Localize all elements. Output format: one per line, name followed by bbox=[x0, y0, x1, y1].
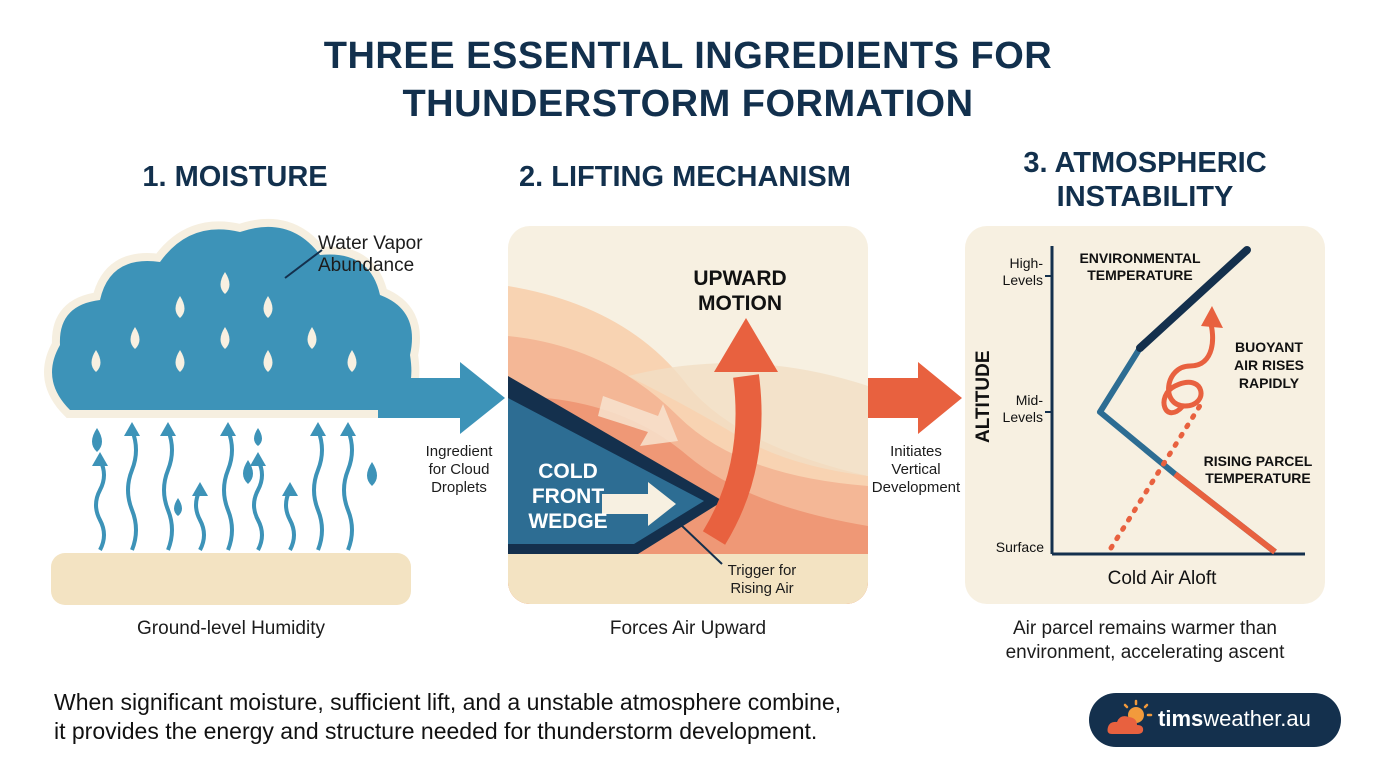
buoy-line-2: AIR RISES bbox=[1233, 357, 1304, 373]
tick-high-line-2: Levels bbox=[1002, 272, 1043, 288]
arrow-2-label: Initiates Vertical Development bbox=[866, 443, 966, 497]
arrow-1-label-line-3: Droplets bbox=[431, 479, 487, 496]
rising-parcel-line bbox=[1108, 401, 1204, 551]
instability-panel bbox=[965, 226, 1325, 604]
instability-caption: Air parcel remains warmer than environme… bbox=[965, 617, 1325, 665]
droplet-icon bbox=[263, 296, 273, 318]
vapor-arrowheads bbox=[92, 422, 356, 496]
instability-heading: 3. ATMOSPHERIC INSTABILITY bbox=[990, 146, 1300, 214]
lifting-illustration bbox=[508, 286, 868, 604]
droplet-icon bbox=[175, 350, 185, 372]
droplet-icon bbox=[307, 327, 317, 349]
instability-chart bbox=[1045, 246, 1305, 556]
env-line-1: ENVIRONMENTAL bbox=[1079, 250, 1201, 266]
arrow-1-label: Ingredient for Cloud Droplets bbox=[412, 443, 506, 497]
footer-summary: When significant moisture, sufficient li… bbox=[54, 688, 841, 746]
brand-name-bold: tims bbox=[1158, 706, 1204, 731]
title-line-1: THREE ESSENTIAL INGREDIENTS FOR bbox=[323, 35, 1053, 77]
callout-line-1: Water Vapor bbox=[318, 233, 423, 254]
cloud-icon bbox=[52, 226, 412, 410]
faint-air-arrow bbox=[598, 396, 678, 446]
upward-motion-label: UPWARD MOTION bbox=[690, 266, 790, 316]
environmental-line-upper bbox=[1136, 246, 1251, 352]
arrow-2-label-line-1: Initiates bbox=[890, 443, 942, 460]
cloud-droplets bbox=[91, 272, 357, 372]
droplet-icon bbox=[220, 327, 230, 349]
droplet-icon bbox=[130, 327, 140, 349]
arrow-1-label-line-1: Ingredient bbox=[425, 443, 493, 460]
instability-caption-line-2: environment, accelerating ascent bbox=[1005, 642, 1285, 663]
parcel-line-2: TEMPERATURE bbox=[1205, 470, 1311, 486]
altitude-text: ALTITUDE bbox=[973, 350, 994, 443]
instability-caption-line-1: Air parcel remains warmer than bbox=[1013, 618, 1277, 639]
title-line-2: THUNDERSTORM FORMATION bbox=[402, 83, 974, 125]
droplet-icon bbox=[175, 296, 185, 318]
cold-front-label: COLD FRONT WEDGE bbox=[520, 459, 616, 534]
instability-heading-line-1: 3. ATMOSPHERIC bbox=[1023, 147, 1267, 179]
footer-line-1: When significant moisture, sufficient li… bbox=[54, 689, 842, 715]
droplet-icon bbox=[220, 272, 230, 294]
trigger-line-1: Trigger for bbox=[727, 562, 797, 579]
buoy-line-3: RAPIDLY bbox=[1238, 375, 1300, 391]
tick-label-high: High- Levels bbox=[993, 255, 1043, 289]
env-line-2: TEMPERATURE bbox=[1087, 267, 1193, 283]
droplet-icon bbox=[347, 350, 357, 372]
water-vapor-callout: Water Vapor Abundance bbox=[318, 233, 423, 277]
brand-name[interactable]: timsweather.au bbox=[1158, 706, 1311, 732]
wedge-line-2: FRONT bbox=[531, 485, 605, 508]
tick-mid-line-1: Mid- bbox=[1015, 392, 1043, 408]
buoyant-label: BUOYANT AIR RISES RAPIDLY bbox=[1228, 338, 1310, 392]
buoyant-arrow-head bbox=[1201, 306, 1223, 328]
page-title: THREE ESSENTIAL INGREDIENTS FOR THUNDERS… bbox=[0, 32, 1376, 128]
droplet-icon bbox=[91, 350, 101, 372]
lifting-panel bbox=[508, 226, 868, 604]
panel-2-ground bbox=[508, 554, 868, 604]
rising-parcel-label: RISING PARCEL TEMPERATURE bbox=[1196, 453, 1320, 487]
tick-label-surface: Surface bbox=[995, 539, 1044, 555]
wedge-push-arrow bbox=[602, 482, 676, 526]
brand-name-rest: weather.au bbox=[1203, 706, 1311, 731]
buoy-line-1: BUOYANT bbox=[1235, 339, 1303, 355]
instability-heading-line-2: INSTABILITY bbox=[1056, 181, 1234, 213]
parcel-line-1: RISING PARCEL bbox=[1203, 453, 1313, 469]
footer-line-2: it provides the energy and structure nee… bbox=[54, 718, 818, 744]
flow-arrow-2 bbox=[868, 362, 962, 434]
falling-droplets bbox=[92, 428, 377, 516]
wedge-line-1: COLD bbox=[538, 460, 598, 483]
environmental-label: ENVIRONMENTAL TEMPERATURE bbox=[1070, 250, 1210, 284]
upward-line-1: UPWARD bbox=[693, 267, 787, 290]
droplet-icon bbox=[263, 350, 273, 372]
ground-strip bbox=[51, 553, 411, 605]
tick-high-line-1: High- bbox=[1009, 255, 1043, 271]
moisture-caption: Ground-level Humidity bbox=[137, 618, 325, 639]
callout-line-2: Abundance bbox=[318, 255, 415, 276]
flow-arrow-1 bbox=[378, 362, 505, 434]
arrow-1-label-line-2: for Cloud bbox=[428, 461, 490, 478]
lifting-caption: Forces Air Upward bbox=[609, 618, 767, 639]
sun-cloud-icon bbox=[1107, 699, 1153, 734]
vapor-arrows bbox=[94, 429, 354, 551]
wedge-line-3: WEDGE bbox=[528, 510, 608, 533]
upward-line-2: MOTION bbox=[698, 292, 782, 315]
lifting-heading: 2. LIFTING MECHANISM bbox=[519, 161, 851, 193]
trigger-label: Trigger for Rising Air bbox=[712, 562, 812, 598]
trigger-line-2: Rising Air bbox=[730, 580, 794, 597]
callout-line bbox=[284, 249, 323, 279]
environmental-line-warm bbox=[1173, 471, 1277, 555]
arrow-2-label-line-2: Vertical bbox=[891, 461, 941, 478]
altitude-axis-label: ALTITUDE bbox=[973, 350, 995, 443]
upward-arrow-shaft bbox=[702, 374, 762, 545]
tick-label-mid: Mid- Levels bbox=[993, 392, 1043, 426]
buoyant-spiral bbox=[1161, 320, 1216, 416]
upward-arrow-head bbox=[714, 318, 778, 372]
trigger-callout-line bbox=[679, 523, 723, 565]
moisture-heading: 1. MOISTURE bbox=[142, 161, 328, 193]
tick-mid-line-2: Levels bbox=[1002, 409, 1043, 425]
arrow-2-label-line-3: Development bbox=[871, 479, 961, 496]
x-axis-label: Cold Air Aloft bbox=[1107, 568, 1217, 589]
